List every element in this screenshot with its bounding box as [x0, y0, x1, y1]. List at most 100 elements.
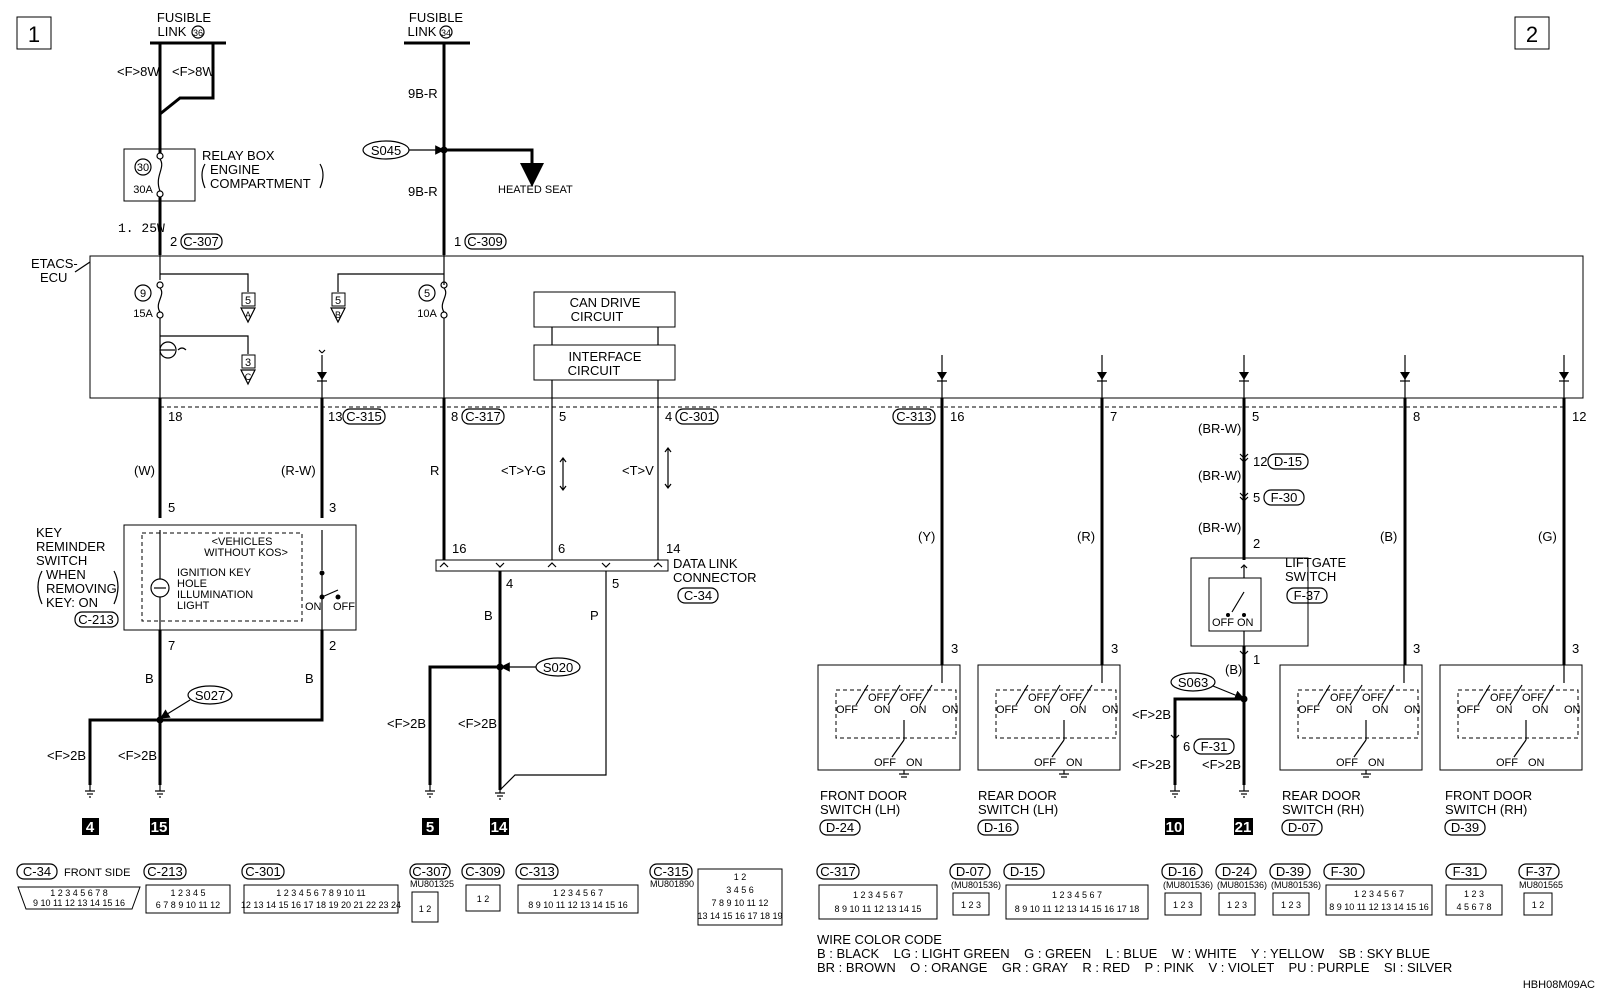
svg-text:16: 16 — [950, 409, 964, 424]
svg-text:(G): (G) — [1538, 529, 1557, 544]
svg-text:ON: ON — [906, 757, 923, 769]
svg-text:3: 3 — [245, 357, 251, 369]
svg-text:OFF: OFF — [1034, 757, 1056, 769]
front-door-switch-rh: OFF OFF OFF ON ON ON OFF ON — [1439, 664, 1583, 771]
svg-text:MU801565: MU801565 — [1519, 880, 1563, 890]
svg-text:3: 3 — [1111, 641, 1118, 656]
liftgate-switch: OFF ON LIFTGATE SWITCH F-37 — [1190, 555, 1346, 647]
svg-text:BR : BROWN O : ORANGE GR: BR : BROWN O : ORANGE GR : GRAY R : RED … — [817, 960, 1452, 975]
svg-text:OFF: OFF — [1458, 704, 1480, 716]
svg-text:ETACS-: ETACS- — [31, 256, 78, 271]
diagram-code: HBH08M09AC — [1523, 979, 1595, 991]
svg-text:7: 7 — [1110, 409, 1117, 424]
svg-text:A: A — [245, 310, 251, 320]
svg-text:4: 4 — [506, 576, 513, 591]
svg-text:1: 1 — [28, 22, 40, 47]
svg-text:OFF: OFF — [1330, 692, 1352, 704]
svg-text:C-309: C-309 — [465, 864, 500, 879]
svg-text:ENGINE: ENGINE — [210, 162, 260, 177]
svg-text:ON: ON — [1070, 704, 1087, 716]
svg-text:ON: ON — [1102, 704, 1119, 716]
svg-text:(BR-W): (BR-W) — [1198, 468, 1241, 483]
svg-text:OFF: OFF — [1522, 692, 1544, 704]
svg-text:1 2 3 4 5 6 7 8 9 10 11: 1 2 3 4 5 6 7 8 9 10 11 — [276, 888, 365, 898]
svg-text:18: 18 — [168, 409, 182, 424]
svg-text:6 7 8 9 10 11 12: 6 7 8 9 10 11 12 — [156, 900, 220, 910]
svg-text:4: 4 — [86, 819, 95, 836]
svg-text:1. 25W: 1. 25W — [118, 221, 165, 236]
svg-text:15: 15 — [151, 819, 168, 836]
svg-text:12: 12 — [1572, 409, 1586, 424]
svg-text:5: 5 — [1252, 409, 1259, 424]
svg-text:C-313: C-313 — [896, 409, 931, 424]
svg-text:7: 7 — [168, 638, 175, 653]
svg-text:REMOVING: REMOVING — [46, 581, 117, 596]
svg-text:<F>2B: <F>2B — [118, 748, 157, 763]
svg-text:LINK: LINK — [158, 24, 187, 39]
svg-text:R: R — [430, 463, 439, 478]
svg-text:ON: ON — [1237, 617, 1254, 629]
svg-text:1: 1 — [454, 234, 461, 249]
fusible-link-36: FUSIBLE LINK 36 — [150, 10, 226, 45]
svg-text:10: 10 — [1166, 819, 1183, 836]
svg-text:B: B — [335, 310, 341, 320]
svg-text:IGNITION KEY: IGNITION KEY — [177, 567, 252, 579]
svg-text:(MU801536): (MU801536) — [1217, 880, 1267, 890]
svg-text:1 2 3: 1 2 3 — [961, 900, 981, 910]
svg-text:<F>8W: <F>8W — [117, 64, 160, 79]
svg-text:8: 8 — [1413, 409, 1420, 424]
svg-text:3: 3 — [951, 641, 958, 656]
svg-text:D-24: D-24 — [826, 820, 854, 835]
interface-circuit: INTERFACE CIRCUIT — [533, 344, 676, 381]
svg-text:4 5 6 7 8: 4 5 6 7 8 — [1456, 902, 1491, 912]
svg-text:1 2 3: 1 2 3 — [1464, 889, 1484, 899]
svg-text:ON: ON — [1368, 757, 1385, 769]
svg-text:OFF: OFF — [900, 692, 922, 704]
svg-text:F-30: F-30 — [1271, 490, 1298, 505]
svg-text:F-30: F-30 — [1331, 864, 1358, 879]
wire-color-code: WIRE COLOR CODE B : BLACK LG : LIGHT GRE… — [817, 932, 1452, 975]
svg-text:1 2: 1 2 — [1532, 900, 1545, 910]
svg-text:P: P — [590, 608, 599, 623]
svg-text:S063: S063 — [1178, 675, 1208, 690]
svg-text:OFF: OFF — [1298, 704, 1320, 716]
svg-text:WIRE COLOR CODE: WIRE COLOR CODE — [817, 932, 942, 947]
svg-text:ON: ON — [1404, 704, 1421, 716]
svg-text:<F>2B: <F>2B — [458, 716, 497, 731]
svg-text:F-37: F-37 — [1526, 864, 1553, 879]
svg-text:C-307: C-307 — [412, 864, 447, 879]
svg-text:(R): (R) — [1077, 529, 1095, 544]
svg-text:ON: ON — [1564, 704, 1581, 716]
svg-text:C-313: C-313 — [519, 864, 554, 879]
svg-text:14: 14 — [491, 819, 508, 836]
svg-text:<VEHICLES: <VEHICLES — [212, 536, 273, 548]
svg-text:B : BLACK LG : LIGHT GREEN: B : BLACK LG : LIGHT GREEN G : GREEN L :… — [817, 946, 1430, 961]
svg-text:9B-R: 9B-R — [408, 86, 438, 101]
svg-text:ILLUMINATION: ILLUMINATION — [177, 589, 253, 601]
svg-text:3: 3 — [1413, 641, 1420, 656]
svg-text:3 4 5 6: 3 4 5 6 — [726, 885, 754, 895]
svg-text:1: 1 — [1253, 652, 1260, 667]
svg-text:REAR DOOR: REAR DOOR — [1282, 788, 1361, 803]
svg-text:C-301: C-301 — [679, 409, 714, 424]
splice-s045: S045 — [362, 140, 445, 160]
svg-text:15A: 15A — [133, 308, 153, 320]
svg-text:HEATED SEAT: HEATED SEAT — [498, 184, 573, 196]
svg-text:REMINDER: REMINDER — [36, 539, 105, 554]
page-number-right: 2 — [1514, 16, 1550, 50]
svg-text:30A: 30A — [133, 184, 153, 196]
svg-text:OFF: OFF — [1028, 692, 1050, 704]
svg-text:3: 3 — [329, 500, 336, 515]
svg-text:OFF: OFF — [1212, 617, 1234, 629]
key-reminder-switch: <VEHICLES WITHOUT KOS> IGNITION KEY HOLE… — [123, 524, 357, 631]
svg-text:<F>2B: <F>2B — [47, 748, 86, 763]
fusible-link-34: FUSIBLE LINK 34 — [404, 10, 470, 45]
svg-text:<T>Y-G: <T>Y-G — [501, 463, 546, 478]
svg-text:16: 16 — [452, 541, 466, 556]
svg-text:C: C — [245, 372, 252, 382]
svg-text:6: 6 — [1183, 739, 1190, 754]
svg-text:ON: ON — [1372, 704, 1389, 716]
svg-text:OFF: OFF — [1336, 757, 1358, 769]
svg-text:F-31: F-31 — [1453, 864, 1480, 879]
